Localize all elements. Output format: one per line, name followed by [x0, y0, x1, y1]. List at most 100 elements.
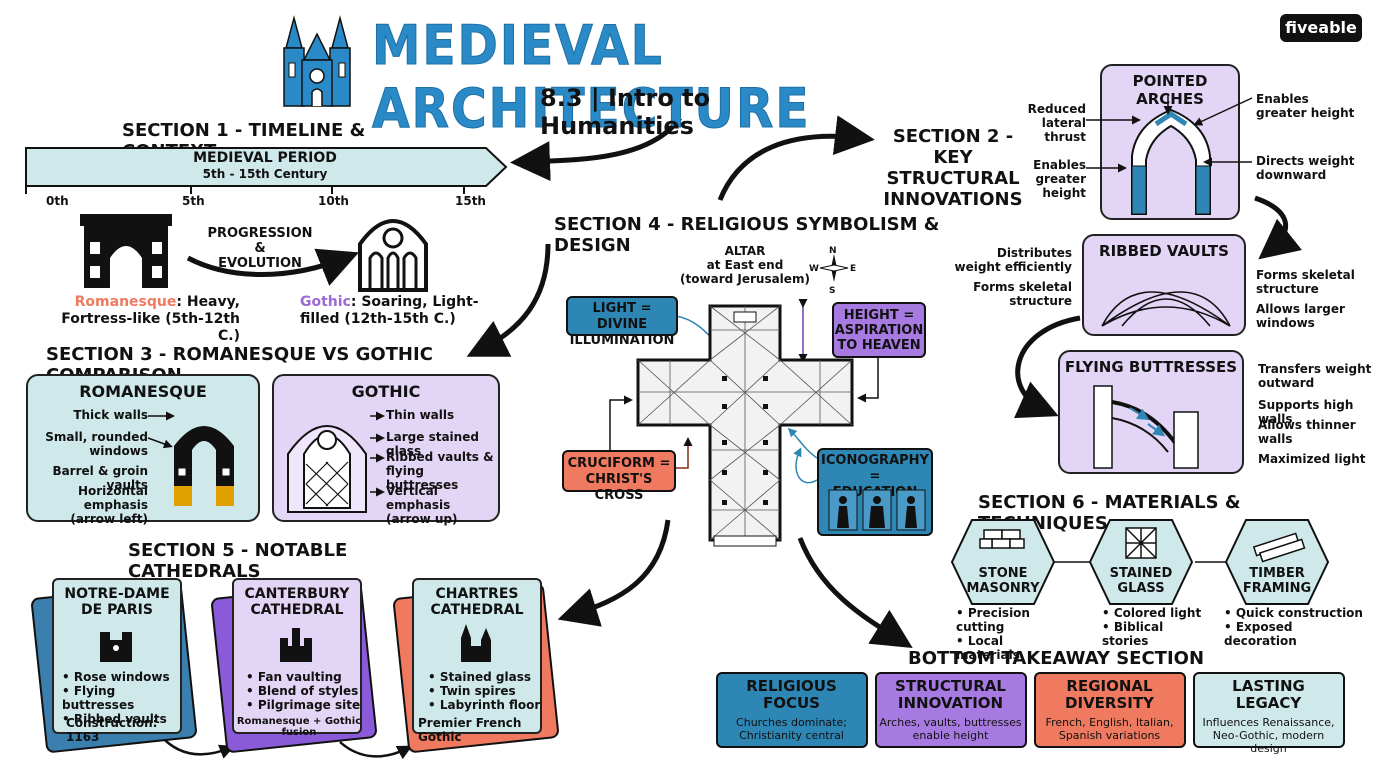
takeaway-structural-desc: Arches, vaults, buttresses enable height: [879, 716, 1022, 742]
card1-item-3: • Ribbed vaults: [62, 712, 167, 726]
fb-right-4: Maximized light: [1258, 452, 1366, 466]
takeaway-regional: REGIONAL DIVERSITY French, English, Ital…: [1034, 672, 1186, 748]
cathedral-icon: [283, 15, 351, 107]
rv-right-2: Allows larger windows: [1256, 302, 1345, 330]
pointed-arches-title: POINTED ARCHES: [1132, 72, 1208, 108]
brand-label: fiveable: [1285, 18, 1357, 37]
goth-item-1: Thin walls: [386, 408, 455, 422]
card3-item-2: • Twin spires: [428, 684, 516, 698]
card2-items: • Fan vaulting • Blend of styles • Pilgr…: [246, 670, 364, 712]
romanesque-name: Romanesque: [74, 294, 177, 310]
ribbed-vaults-card: RIBBED VAULTS: [1082, 234, 1246, 336]
arrow-arches-to-vaults: [1254, 195, 1303, 260]
connector-iconography: [793, 447, 818, 484]
light-symbol-box: LIGHT = DIVINE ILLUMINATION: [566, 296, 678, 348]
iconography-symbol-box: ICONOGRAPHY = EDUCATION: [817, 448, 933, 536]
connector-cruciform-2: [609, 395, 633, 450]
gothic-desc: : Soaring, Light- filled (12th-15th C.): [300, 294, 479, 327]
fb-right-3: Allows thinner walls: [1258, 418, 1356, 446]
goth-item-4: Vertical emphasis (arrow up): [386, 484, 458, 526]
romanesque-desc: : Heavy, Fortress-like (5th-12th C.): [61, 294, 240, 344]
compass-n: N: [829, 246, 837, 256]
flying-buttresses-card: FLYING BUTTRESSES: [1058, 350, 1244, 474]
card2-item-3: • Pilgrimage site: [246, 698, 361, 712]
material-glass-items: • Colored light • Biblical stories: [1102, 606, 1202, 648]
pa-right-2: Directs weight downward: [1256, 154, 1355, 182]
gothic-card: GOTHIC Thin walls Large stained glass Ri…: [272, 374, 500, 526]
canterbury-icon: [280, 628, 312, 662]
section5-title: SECTION 5 - NOTABLE CATHEDRALS: [128, 540, 348, 582]
card2-footer: Romanesque + Gothic fusion: [236, 716, 362, 738]
chartres-icon: [461, 624, 491, 662]
card2-item-1: • Fan vaulting: [246, 670, 342, 684]
arrow-title-to-section1: [510, 116, 683, 182]
connector-height: [857, 358, 879, 403]
material-stone-name: STONE MASONRY: [966, 566, 1040, 596]
takeaway-title: BOTTOM TAKEAWAY SECTION: [908, 648, 1205, 669]
rom-item-1: Thick walls: [73, 408, 148, 422]
arrow-vaults-to-buttresses: [1014, 315, 1081, 419]
romanesque-card-title: ROMANESQUE: [79, 382, 207, 401]
altar-label: ALTAR at East end (toward Jerusalem): [680, 244, 810, 286]
romanesque-caption: Romanesque: Heavy, Fortress-like (5th-12…: [40, 294, 240, 345]
page-subtitle: 8.3 | Intro to Humanities: [540, 84, 711, 140]
pointed-arch-callouts: [1086, 94, 1253, 173]
arrow-section4-to-section3: [466, 243, 551, 357]
gothic-card-title: GOTHIC: [351, 382, 421, 401]
card3-footer: Premier French Gothic: [418, 716, 522, 744]
arrow-section4-to-section2: [717, 115, 875, 201]
gothic-window-diagram: [287, 425, 367, 513]
takeaway-legacy-desc: Influences Renaissance, Neo-Gothic, mode…: [1202, 716, 1335, 755]
goth-item-2: Large stained glass: [386, 430, 479, 458]
rom-item-4: Horizontal emphasis (arrow left): [70, 484, 148, 526]
timeline-ticks: [25, 186, 465, 194]
cathedral-card-chartres: CHARTRES CATHEDRAL • Stained glass • Twi…: [412, 578, 542, 744]
connector-cruciform: [676, 437, 693, 469]
gothic-name: Gothic: [300, 294, 351, 310]
connector-iconography-2: [787, 427, 818, 459]
arrow-card1-to-card2: [159, 734, 235, 759]
material-timber-items: • Quick construction • Exposed decoratio…: [1224, 606, 1363, 648]
pa-right-1: Enables greater height: [1256, 92, 1355, 120]
cathedral-card-canterbury: CANTERBURY CATHEDRAL • Fan vaulting • Bl…: [232, 578, 364, 738]
card3-item-1: • Stained glass: [428, 670, 531, 684]
tick-0: 0th: [46, 194, 69, 208]
takeaway-legacy-name: LASTING LEGACY: [1232, 677, 1305, 712]
card1-name: NOTRE-DAME DE PARIS: [64, 586, 170, 618]
takeaway-structural: STRUCTURAL INNOVATION Arches, vaults, bu…: [875, 672, 1027, 748]
romanesque-arch-icon: [80, 214, 172, 288]
takeaway-legacy: LASTING LEGACY Influences Renaissance, N…: [1193, 672, 1345, 755]
notre-dame-icon: [100, 632, 132, 662]
brand-badge[interactable]: fiveable: [1280, 14, 1362, 42]
arrow-progression: [186, 248, 359, 286]
section4-title: SECTION 4 - RELIGIOUS SYMBOLISM & DESIGN: [554, 214, 940, 256]
compass-w: W: [809, 264, 819, 274]
takeaway-structural-name: STRUCTURAL INNOVATION: [895, 677, 1006, 712]
romanesque-card: ROMANESQUE Thick walls Small, rounded wi…: [26, 374, 260, 526]
timeline-banner: [25, 147, 508, 187]
takeaway-religious-name: RELIGIOUS FOCUS: [746, 677, 837, 712]
romanesque-arch-diagram: [147, 411, 234, 506]
card1-item-2: • Flying buttresses: [62, 684, 135, 712]
pa-left-1: Reduced lateral thrust: [1027, 102, 1086, 144]
flying-buttress-diagram: [1093, 385, 1199, 469]
card2-name: CANTERBURY CATHEDRAL: [244, 586, 350, 618]
ribbed-vaults-title: RIBBED VAULTS: [1099, 242, 1229, 260]
takeaway-religious-desc: Churches dominate; Christianity central: [736, 716, 847, 742]
tick-5: 5th: [182, 194, 205, 208]
page-title: MEDIEVAL ARCHITECTURE: [372, 14, 811, 141]
compass-e: E: [850, 264, 857, 274]
card1-footer: Construction: 1163: [66, 716, 158, 744]
arrow-plan-to-takeaway: [797, 537, 913, 648]
tick-15: 15th: [455, 194, 486, 208]
rv-left-1: Distributes weight efficiently: [954, 246, 1073, 274]
material-timber-name: TIMBER FRAMING: [1242, 566, 1312, 596]
arrow-card2-to-card3: [339, 741, 413, 760]
fb-right-2: Supports high walls: [1258, 398, 1354, 426]
progression-label: PROGRESSION & EVOLUTION: [207, 226, 313, 271]
cathedral-card-notre-dame: NOTRE-DAME DE PARIS • Rose windows • Fly…: [52, 578, 182, 744]
gothic-item-arrows: [370, 411, 385, 497]
card1-items: • Rose windows • Flying buttresses • Rib…: [62, 670, 180, 726]
takeaway-regional-desc: French, English, Italian, Spanish variat…: [1045, 716, 1174, 742]
pointed-arches-card: POINTED ARCHES: [1100, 64, 1240, 220]
